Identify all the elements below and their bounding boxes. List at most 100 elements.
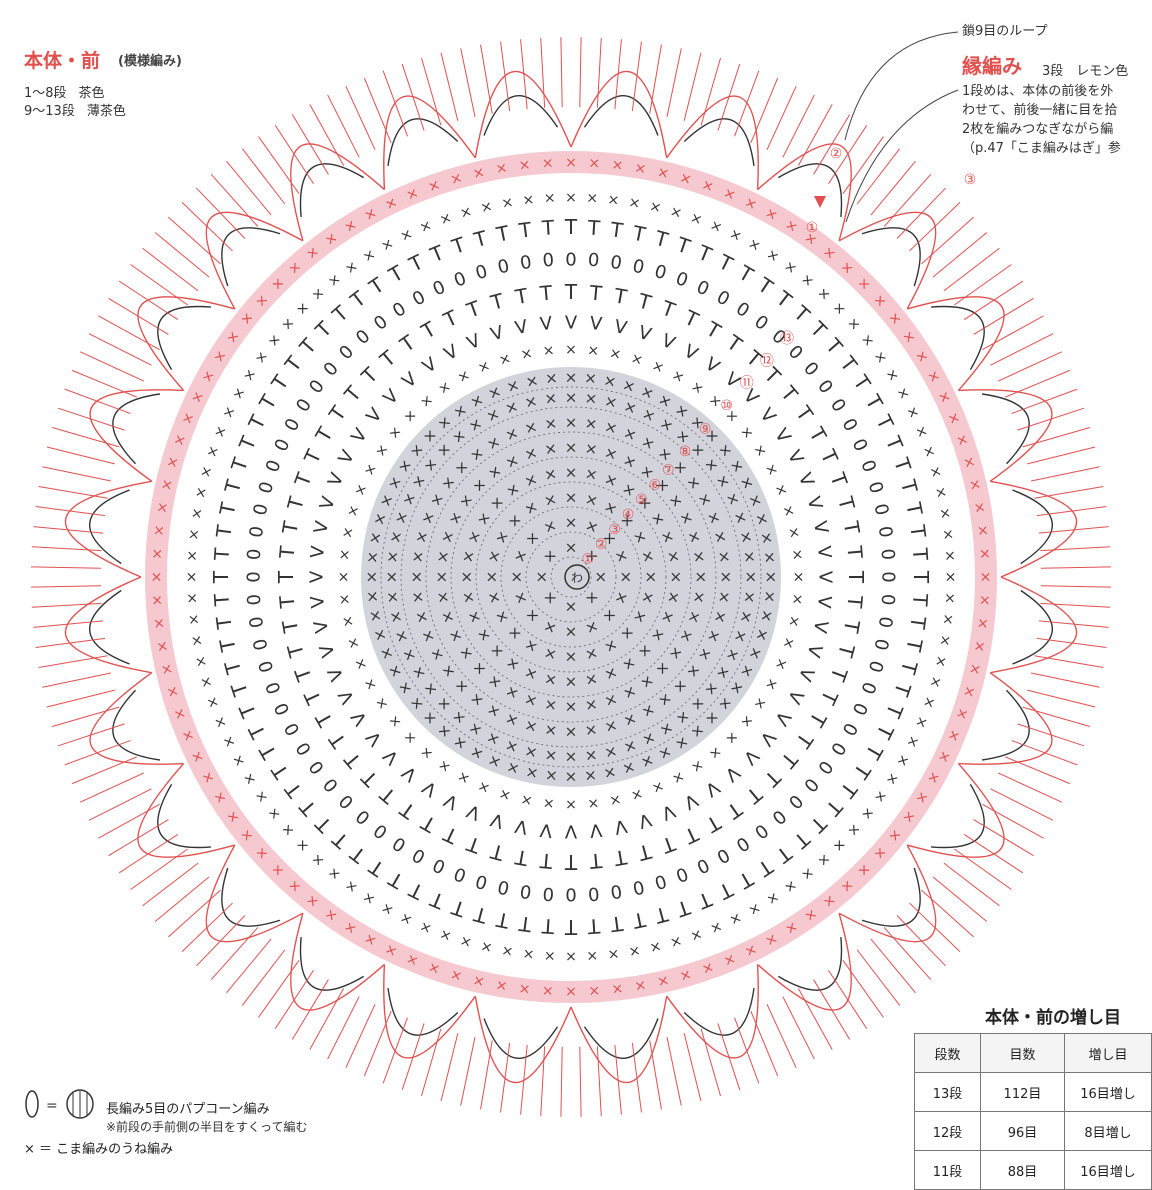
dc-stitch [440, 1033, 459, 1102]
dc-stitch [990, 788, 1054, 821]
stitch: T [759, 765, 786, 792]
dc-stitch [291, 114, 329, 175]
stitch: T [324, 401, 352, 426]
stitch: T [734, 260, 758, 288]
stitch: T [327, 827, 353, 854]
dc-stitch [79, 772, 145, 803]
sc-stitch: × [565, 723, 578, 741]
dc-stitch [782, 996, 815, 1060]
sc-stitch: × [408, 590, 427, 605]
stitch: × [942, 571, 958, 583]
edge-sc-stitch: × [952, 432, 971, 448]
stitch: V [802, 494, 826, 513]
dc-stitch [1030, 466, 1100, 482]
stitch: × [565, 948, 577, 964]
dc-stitch [401, 63, 425, 131]
stitch: V [316, 641, 340, 660]
stitch: V [809, 618, 832, 635]
chain-loop [387, 118, 459, 166]
dc-stitch [766, 85, 797, 151]
stitch: T [294, 795, 321, 821]
stitch: T [345, 286, 371, 314]
stitch: T [384, 260, 408, 288]
stitch: × [543, 190, 556, 207]
stitch: × [857, 804, 877, 823]
stitch: × [386, 423, 406, 442]
crochet-chart: ××××××××××××××××××××××××××××××××××××××××… [25, 31, 1111, 1119]
stitch: T [310, 708, 338, 732]
dc-stitch [35, 637, 106, 648]
dc-stitch [130, 264, 188, 306]
edge-sc-stitch: × [952, 706, 971, 722]
dc-stitch [579, 1046, 582, 1117]
dc-stitch [168, 216, 221, 265]
stitch: × [336, 593, 353, 606]
stitch: × [912, 423, 931, 440]
stitch: T [564, 215, 578, 239]
chain-loop [861, 227, 921, 287]
stitch: T [860, 390, 888, 414]
stitch: T [364, 272, 389, 300]
stitch: T [277, 519, 303, 537]
stitch: 0 [389, 298, 410, 322]
row-marker: ⑪ [740, 376, 754, 392]
stitch: V [658, 800, 678, 824]
sc-stitch: × [523, 417, 540, 438]
stitch: V [379, 385, 403, 409]
stitch: V [783, 686, 808, 707]
stitch: × [497, 785, 513, 804]
stitch: V [813, 545, 835, 560]
dc-stitch [291, 979, 329, 1040]
stitch: V [316, 494, 340, 513]
stitch: T [901, 636, 927, 654]
stitch: × [669, 367, 687, 387]
stitch: T [405, 249, 428, 277]
stitch: V [419, 353, 441, 378]
sc-stitch: × [544, 389, 559, 408]
sc-stitch: × [408, 549, 427, 564]
sc-stitch: × [565, 388, 578, 406]
stitch: × [882, 769, 902, 787]
sc-stitch: × [565, 438, 578, 456]
stitch: × [522, 192, 535, 209]
stitch: × [798, 863, 817, 883]
dc-stitch [210, 927, 259, 980]
scallop-outline [666, 964, 759, 1059]
chain-loop [221, 867, 281, 927]
stitch: 0 [370, 819, 392, 843]
loop-leader-line [844, 31, 959, 141]
dc-stitch [1038, 620, 1109, 628]
dc-stitch [327, 94, 360, 158]
sc-stitch: × [565, 598, 578, 616]
edge-sc-stitch: × [518, 157, 531, 174]
sc-stitch: × [584, 439, 599, 459]
sc-stitch: × [565, 513, 578, 531]
dc-stitch [57, 723, 125, 747]
edge-sc-stitch: × [976, 547, 993, 560]
sc-stitch: × [411, 529, 432, 546]
stitch: 0 [768, 805, 790, 828]
edge-note-3: 2枚を編みつなぎながら編 [962, 122, 1114, 137]
dc-stitch [118, 834, 179, 874]
dc-stitch [71, 756, 137, 785]
dc-stitch [870, 160, 916, 216]
stitch: T [658, 831, 679, 858]
stitch: 0 [370, 311, 392, 335]
stitch: × [771, 655, 790, 672]
dc-stitch [700, 1028, 721, 1097]
stitch: T [611, 283, 629, 309]
dc-stitch [31, 566, 102, 569]
edge-sc-stitch: × [179, 727, 198, 744]
stitch: T [905, 614, 931, 631]
sc-stitch: × [433, 590, 453, 605]
edge-sc-stitch: × [426, 177, 442, 196]
scallop-outline [570, 70, 668, 158]
dc-stitch [309, 988, 345, 1050]
scallop-outline [89, 389, 184, 482]
stitch: × [479, 198, 494, 216]
stitch: × [688, 210, 704, 229]
stitch: × [186, 613, 203, 626]
dc-stitch [649, 1040, 662, 1110]
stitch: V [306, 570, 327, 583]
svg-text:=: = [46, 1098, 58, 1114]
